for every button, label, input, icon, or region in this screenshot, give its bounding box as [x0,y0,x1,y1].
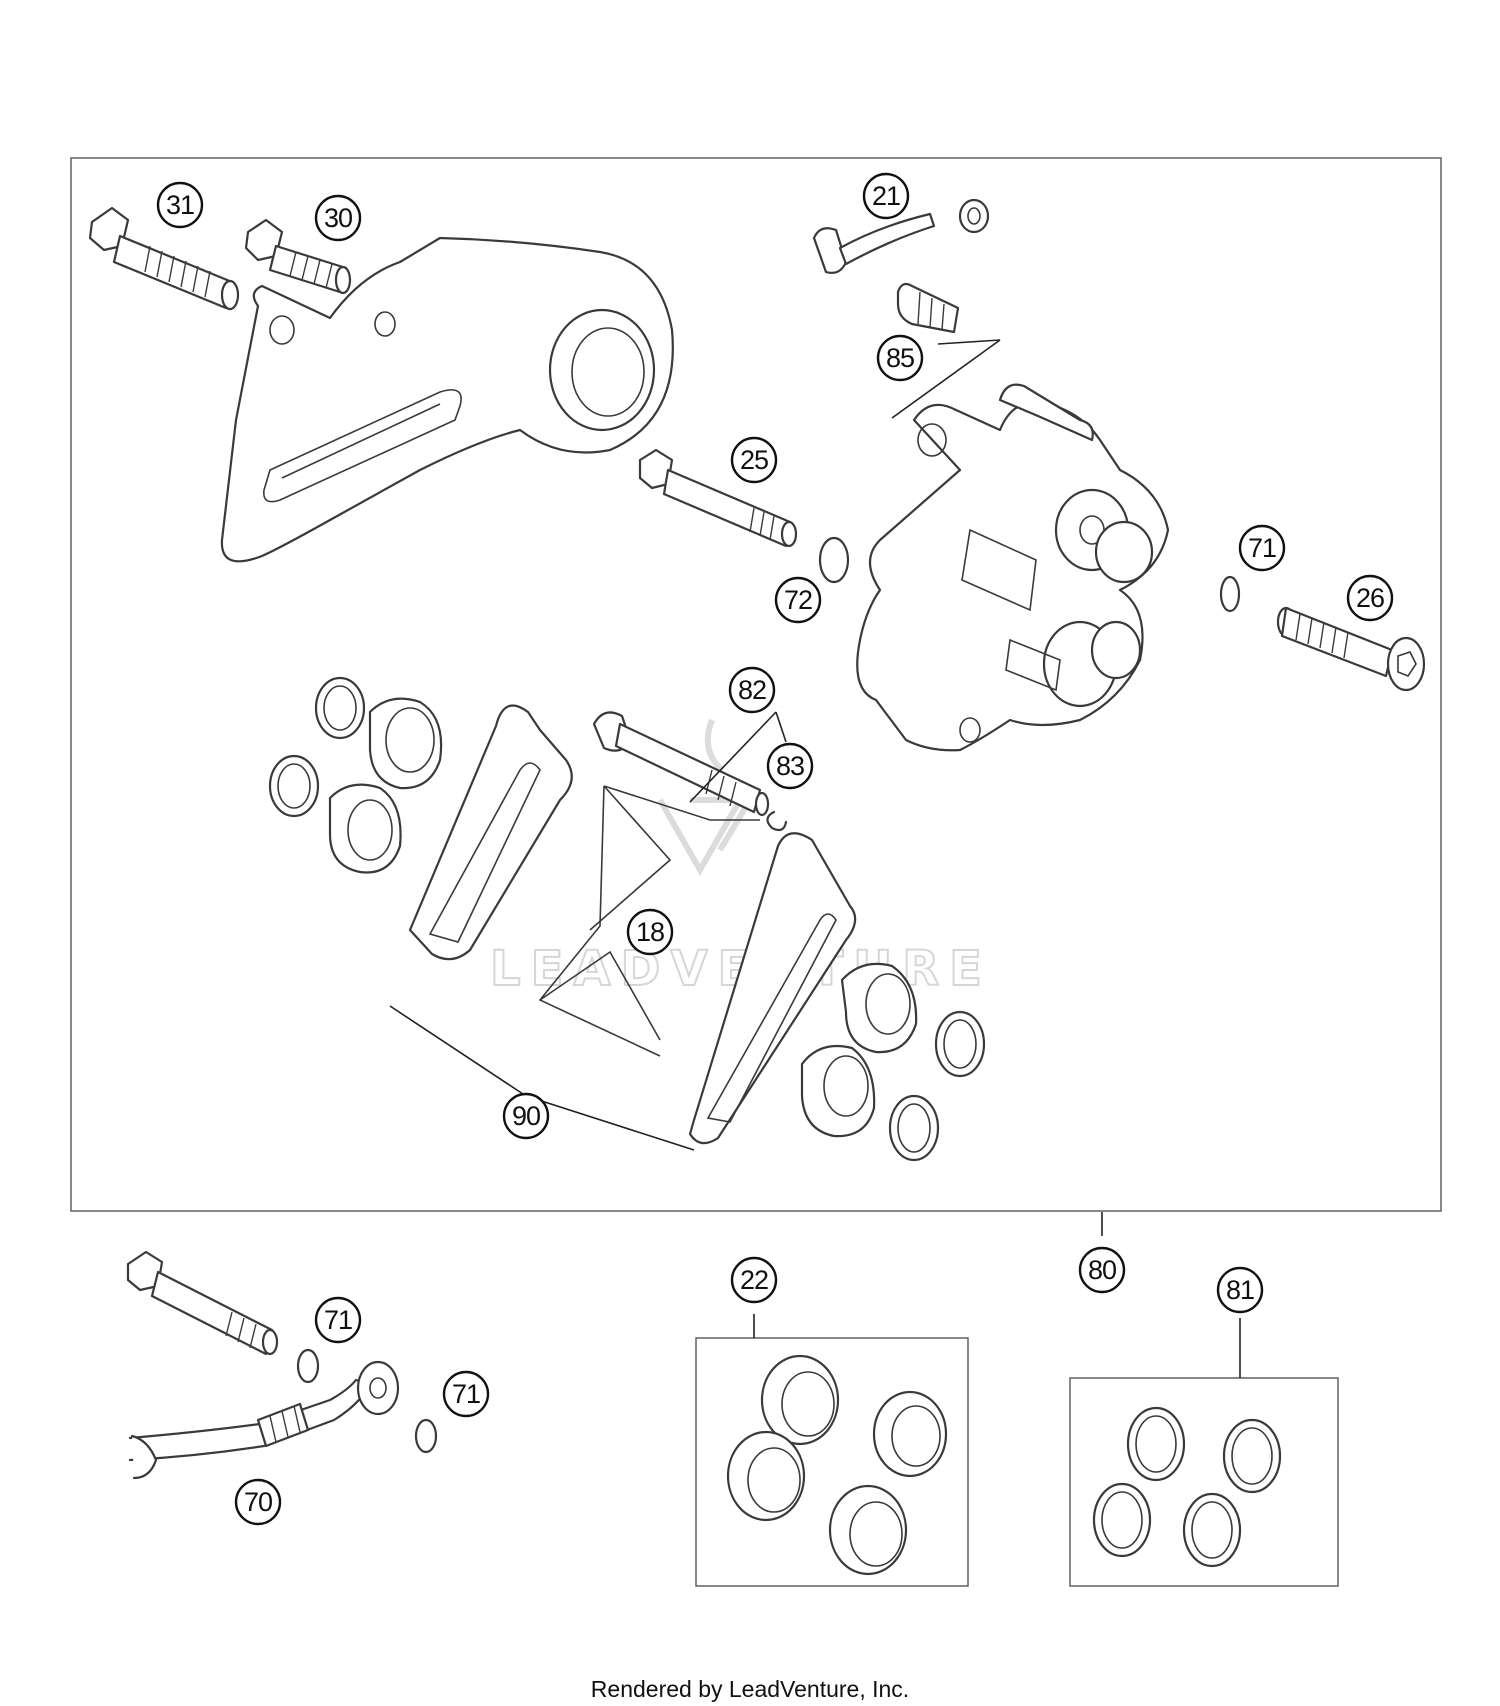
callout-22: 22 [730,1256,778,1304]
callout-31: 31 [156,181,204,229]
svg-text:85: 85 [886,343,914,373]
callout-25: 25 [730,436,778,484]
svg-text:83: 83 [776,751,804,781]
pad-spring-18-part [538,785,760,1057]
callout-85: 85 [876,334,924,382]
svg-text:71: 71 [452,1379,480,1409]
banjo-bolt-part [126,1250,279,1356]
callout-70: 70 [234,1478,282,1526]
brake-pads-part [408,704,857,1145]
bolt-30-part [244,218,352,295]
caliper-bracket-part [220,236,674,563]
callout-21: 21 [862,172,910,220]
svg-text:81: 81 [1226,1275,1254,1305]
footer-credit: Rendered by LeadVenture, Inc. [590,1676,910,1702]
bolt-26-part [1276,606,1426,692]
callout-71-bottom-a: 71 [314,1296,362,1344]
seal-kit-81-part [1092,1406,1282,1568]
callout-72: 72 [774,576,822,624]
pistons-left-part [268,676,443,874]
callout-81: 81 [1216,1266,1264,1314]
callout-71-top: 71 [1238,524,1286,572]
svg-text:80: 80 [1088,1255,1116,1285]
svg-text:71: 71 [1248,533,1276,563]
washer-71-bottom-a-part [296,1348,320,1384]
svg-text:22: 22 [740,1265,768,1295]
callout-18: 18 [626,908,674,956]
svg-text:25: 25 [740,445,768,475]
piston-kit-frame [695,1337,969,1587]
callout-26: 26 [1346,574,1394,622]
svg-text:30: 30 [324,203,352,233]
svg-text:18: 18 [636,917,664,947]
piston-kit-22-part [726,1354,948,1576]
callout-83: 83 [766,742,814,790]
callout-30: 30 [314,194,362,242]
bolt-25-part [638,448,798,548]
callout-82: 82 [728,666,776,714]
pad-pin-82-part [592,711,770,817]
caliper-body-part [856,383,1170,752]
seal-kit-frame [1069,1377,1339,1587]
svg-text:71: 71 [324,1305,352,1335]
svg-text:21: 21 [872,181,900,211]
callout-80: 80 [1078,1246,1126,1294]
svg-text:26: 26 [1356,583,1384,613]
bleeder-valve-85-part [896,282,960,334]
clip-83-part [766,810,788,832]
caliper-assembly-frame [70,157,1442,1212]
svg-text:31: 31 [166,190,194,220]
brake-line-70-part [128,1360,400,1480]
callout-71-bottom-b: 71 [442,1370,490,1418]
washer-71-bottom-b-part [414,1418,438,1454]
svg-text:82: 82 [738,675,766,705]
svg-text:70: 70 [244,1487,272,1517]
washer-71-top-part [1219,575,1241,613]
pistons-right-part [800,962,986,1162]
brake-line-fitting-21-part [812,198,990,274]
bolt-31-part [88,206,240,311]
svg-text:72: 72 [784,585,812,615]
callout-90: 90 [502,1092,550,1140]
washer-72-part [818,536,850,584]
svg-text:90: 90 [512,1101,540,1131]
leader-lines [389,339,1241,1378]
